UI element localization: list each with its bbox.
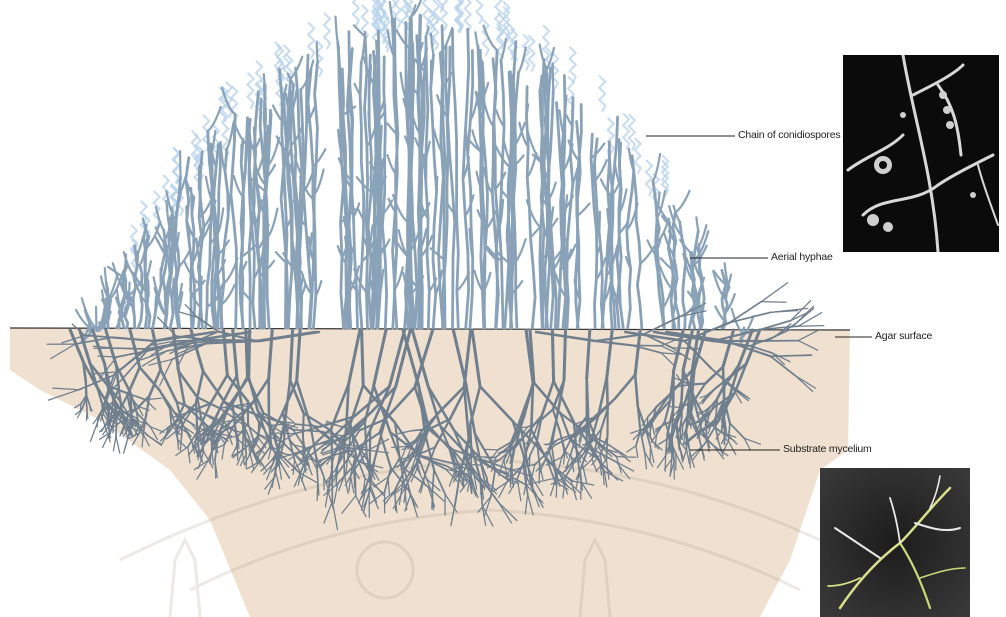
micrograph-substrate xyxy=(820,468,970,617)
label-conidiospores: Chain of conidiospores xyxy=(738,129,840,141)
aerial-hyphae xyxy=(76,0,753,342)
label-aerial-hyphae: Aerial hyphae xyxy=(771,251,833,263)
label-substrate-mycelium: Substrate mycelium xyxy=(783,443,872,455)
micrograph-aerial xyxy=(843,55,999,252)
label-agar-surface: Agar surface xyxy=(875,330,932,342)
